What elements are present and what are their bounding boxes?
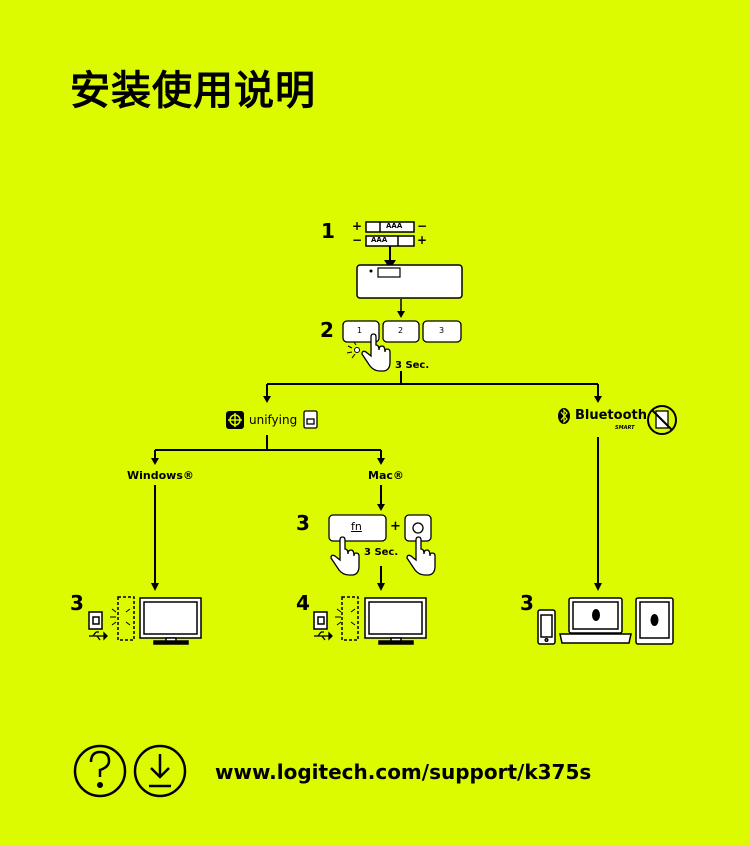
hand-fn-icon [330, 536, 360, 576]
hand-option-icon [406, 536, 436, 576]
battery-label-bottom: AAA [371, 236, 388, 244]
usb-icon [89, 631, 108, 641]
channel-3-label: 3 [439, 326, 445, 335]
step-mac-final-number: 4 [296, 591, 310, 615]
step-windows-final-number: 3 [70, 591, 84, 615]
battery-icon [365, 221, 415, 247]
unifying-label: unifying [249, 413, 298, 427]
battery-minus-top: − [417, 219, 428, 233]
hand-press-icon [361, 333, 391, 372]
help-icon[interactable] [73, 744, 127, 798]
bluetooth-logo-icon [558, 408, 570, 424]
option-key-icon [404, 514, 432, 542]
no-receiver-icon [647, 405, 677, 435]
laptop-icon [559, 597, 632, 644]
receiver-icon [303, 410, 318, 429]
plus-sign: + [390, 519, 401, 534]
step-2-number: 2 [320, 318, 334, 342]
windows-label: Windows® [127, 469, 194, 482]
fn-key-label: fn [351, 520, 362, 533]
tablet-icon [635, 597, 674, 645]
windows-computer-icon [88, 596, 202, 645]
unifying-logo-icon [226, 411, 244, 429]
battery-plus-top: + [352, 219, 363, 233]
support-url[interactable]: www.logitech.com/support/k375s [215, 760, 592, 784]
mac-label: Mac® [368, 469, 404, 482]
channel-1-label: 1 [357, 326, 363, 335]
phone-icon [537, 609, 556, 645]
light-blink-icon [346, 341, 360, 359]
battery-label-top: AAA [386, 222, 403, 230]
channel-2-label: 2 [398, 326, 404, 335]
battery-plus-bottom: + [417, 233, 428, 247]
step-mac-fn-number: 3 [296, 511, 310, 535]
step-bluetooth-final-number: 3 [520, 591, 534, 615]
bluetooth-label: Bluetooth [575, 408, 647, 423]
usb-icon [314, 631, 333, 641]
channel-keys [342, 320, 462, 343]
page-title: 安装使用说明 [70, 68, 316, 114]
hold-time-label: 3 Sec. [395, 360, 430, 371]
mac-hold-time-label: 3 Sec. [364, 547, 399, 558]
download-icon[interactable] [133, 744, 187, 798]
step-1-number: 1 [321, 219, 335, 243]
light-blink-icon [335, 608, 356, 626]
light-blink-icon [110, 608, 131, 626]
bluetooth-sub-label: SMART [615, 425, 635, 431]
mac-computer-icon [313, 596, 427, 645]
fn-key-icon [328, 514, 387, 542]
battery-minus-bottom: − [352, 233, 363, 247]
keyboard-icon [356, 264, 463, 299]
